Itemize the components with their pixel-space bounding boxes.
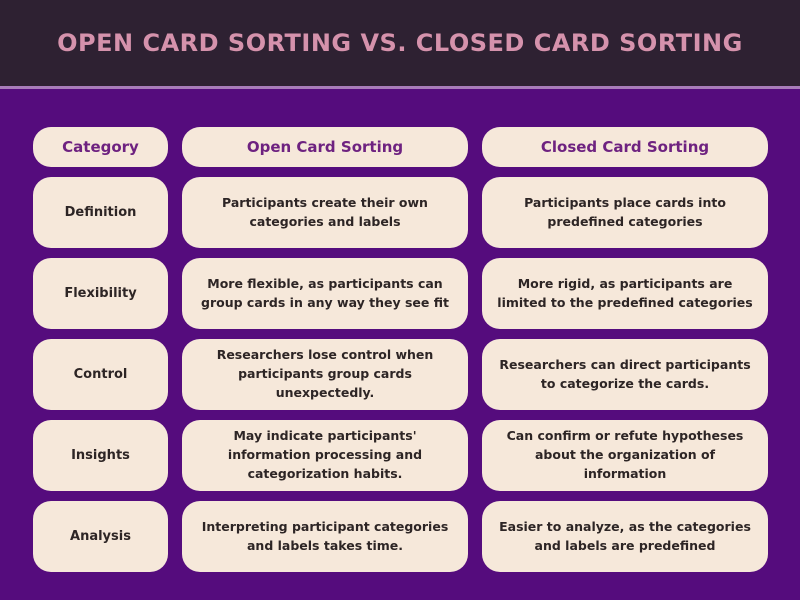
column-header-open-card-sorting: Open Card Sorting — [182, 127, 468, 167]
title-band: OPEN CARD SORTING VS. CLOSED CARD SORTIN… — [0, 0, 800, 89]
row-flexibility-closed: More rigid, as participants are limited … — [482, 258, 768, 329]
row-definition-open: Participants create their own categories… — [182, 177, 468, 248]
row-control-closed: Researchers can direct participants to c… — [482, 339, 768, 410]
row-analysis-open: Interpreting participant categories and … — [182, 501, 468, 572]
row-flexibility-category: Flexibility — [33, 258, 168, 329]
row-control-category: Control — [33, 339, 168, 410]
row-insights-closed: Can confirm or refute hypotheses about t… — [482, 420, 768, 491]
column-header-category: Category — [33, 127, 168, 167]
row-definition-category: Definition — [33, 177, 168, 248]
column-header-closed-card-sorting: Closed Card Sorting — [482, 127, 768, 167]
row-insights-open: May indicate participants' information p… — [182, 420, 468, 491]
row-control-open: Researchers lose control when participan… — [182, 339, 468, 410]
comparison-table: Category Open Card Sorting Closed Card S… — [33, 127, 768, 572]
page-title: OPEN CARD SORTING VS. CLOSED CARD SORTIN… — [57, 29, 743, 57]
row-insights-category: Insights — [33, 420, 168, 491]
row-analysis-closed: Easier to analyze, as the categories and… — [482, 501, 768, 572]
row-definition-closed: Participants place cards into predefined… — [482, 177, 768, 248]
row-analysis-category: Analysis — [33, 501, 168, 572]
row-flexibility-open: More flexible, as participants can group… — [182, 258, 468, 329]
